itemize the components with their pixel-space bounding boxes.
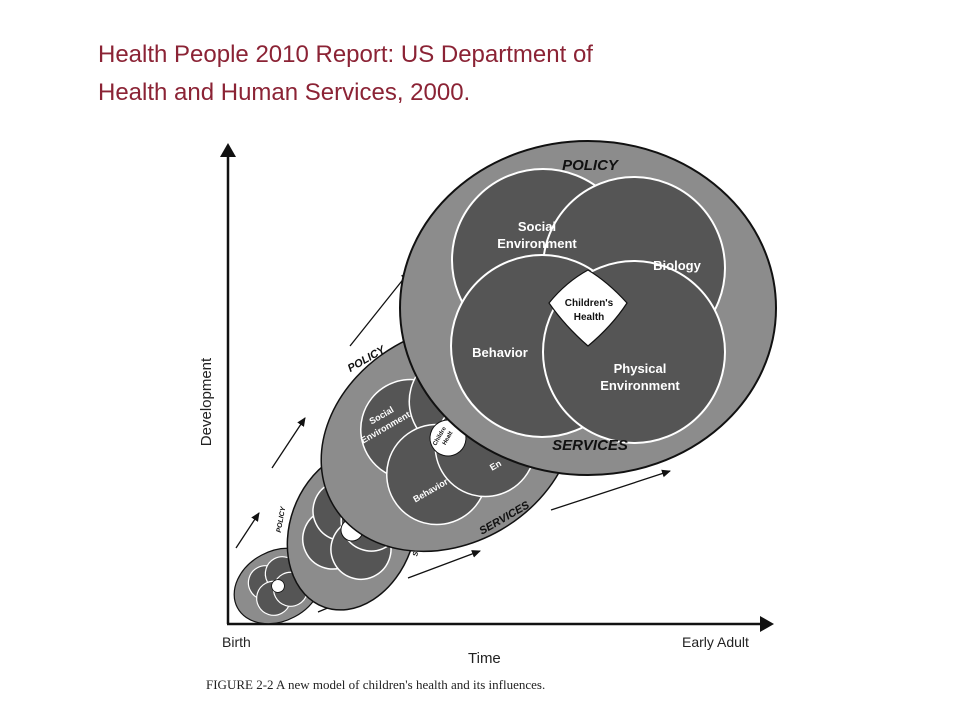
x-axis-arrow <box>760 616 774 632</box>
growth-arrow <box>550 469 671 511</box>
biology-label: Biology <box>653 258 701 273</box>
physical-environment-label-2: Environment <box>600 378 680 393</box>
title-line-1: Health People 2010 Report: US Department… <box>98 41 593 68</box>
y-axis-arrow <box>220 143 236 157</box>
childrens-health-label-2: Health <box>574 312 605 323</box>
x-axis-end-label: Early Adult <box>682 634 749 650</box>
figure-caption: FIGURE 2-2 A new model of children's hea… <box>206 677 546 692</box>
stage2-policy-label: POLICY <box>276 505 288 533</box>
x-axis-start-label: Birth <box>222 634 251 650</box>
growth-arrow <box>407 550 481 579</box>
stage3-env-label: En <box>488 458 503 472</box>
stage-adolescence <box>399 140 777 476</box>
growth-arrow <box>235 512 260 549</box>
childrens-health-center <box>271 579 285 593</box>
x-axis-label: Time <box>468 650 501 667</box>
policy-label: POLICY <box>562 157 620 174</box>
social-environment-label-1: Social <box>518 219 556 234</box>
social-environment-label-2: Environment <box>497 236 577 251</box>
y-axis-label: Development <box>198 357 215 446</box>
growth-arrow <box>349 271 410 347</box>
slide-title: Health People 2010 Report: US Department… <box>98 36 798 112</box>
axes <box>220 143 774 632</box>
title-line-2: Health and Human Services, 2000. <box>98 79 471 106</box>
childrens-health-center <box>548 269 628 347</box>
growth-arrow <box>271 417 306 469</box>
physical-environment-label-1: Physical <box>614 361 667 376</box>
services-label: SERVICES <box>552 437 628 454</box>
childrens-health-label-1: Children's <box>565 298 614 309</box>
stage4-labels: POLICY SERVICES Social Environment Biolo… <box>472 157 701 454</box>
behavior-label: Behavior <box>472 345 528 360</box>
